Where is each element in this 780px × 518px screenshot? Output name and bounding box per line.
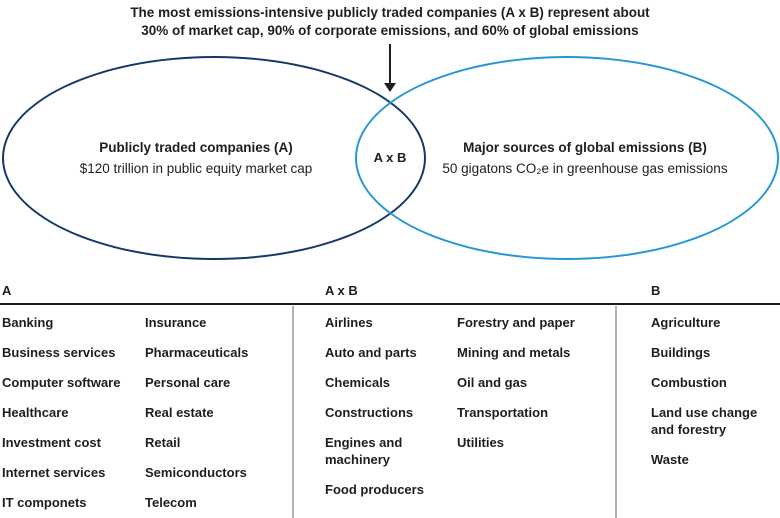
table-item: Transportation: [457, 405, 549, 420]
table-item: Engines and machinery: [325, 435, 403, 467]
table-item: Real estate: [145, 405, 214, 420]
table-item: Insurance: [145, 315, 207, 330]
table-item: Forestry and paper: [457, 315, 575, 330]
table-item: Mining and metals: [457, 345, 571, 360]
venn-label-a-title: Publicly traded companies (A): [99, 140, 293, 155]
table-item: Computer software: [2, 375, 121, 390]
table-item: Oil and gas: [457, 375, 528, 390]
table-item: Investment cost: [2, 435, 101, 450]
table-item: Banking: [2, 315, 54, 330]
table-header-axb: A x B: [325, 283, 358, 298]
table-item: Utilities: [457, 435, 504, 450]
table-item: Agriculture: [651, 315, 721, 330]
table-item: Auto and parts: [325, 345, 417, 360]
table-item: Business services: [2, 345, 116, 360]
table-item: IT componets: [2, 495, 87, 510]
venn-label-b: Major sources of global emissions (B) 50…: [435, 137, 735, 179]
table-item: Waste: [651, 452, 689, 467]
venn-intersection-label: A x B: [373, 150, 407, 165]
venn-label-b-title: Major sources of global emissions (B): [463, 140, 707, 155]
venn-ellipse-b: [355, 56, 779, 260]
figure-title-line1: The most emissions-intensive publicly tr…: [130, 5, 650, 20]
venn-label-a-subtitle: $120 trillion in public equity market ca…: [79, 161, 313, 176]
table-item: Internet services: [2, 465, 106, 480]
table-item: Combustion: [651, 375, 727, 390]
table-item: Semiconductors: [145, 465, 247, 480]
table-item: Retail: [145, 435, 181, 450]
table-item: Airlines: [325, 315, 373, 330]
arrow-down-icon: [384, 83, 396, 92]
table-header-rule: [0, 303, 780, 305]
table-divider-2: [615, 306, 617, 518]
arrow-line: [389, 44, 391, 84]
figure-title-line2: 30% of market cap, 90% of corporate emis…: [141, 23, 639, 38]
venn-label-a: Publicly traded companies (A) $120 trill…: [46, 137, 346, 179]
table-divider-1: [292, 306, 294, 518]
table-item: Personal care: [145, 375, 231, 390]
table-item: Land use change and forestry: [651, 405, 758, 437]
table-item: Telecom: [145, 495, 197, 510]
table-item: Buildings: [651, 345, 711, 360]
venn-label-b-subtitle: 50 gigatons CO₂e in greenhouse gas emiss…: [442, 161, 728, 176]
table-item: Food producers: [325, 482, 424, 497]
table-header-b: B: [651, 283, 661, 298]
table-item: Chemicals: [325, 375, 391, 390]
table-item: Healthcare: [2, 405, 69, 420]
table-header-a: A: [2, 283, 12, 298]
table-item: Pharmaceuticals: [145, 345, 249, 360]
table-item: Constructions: [325, 405, 414, 420]
figure-title: The most emissions-intensive publicly tr…: [0, 4, 780, 40]
